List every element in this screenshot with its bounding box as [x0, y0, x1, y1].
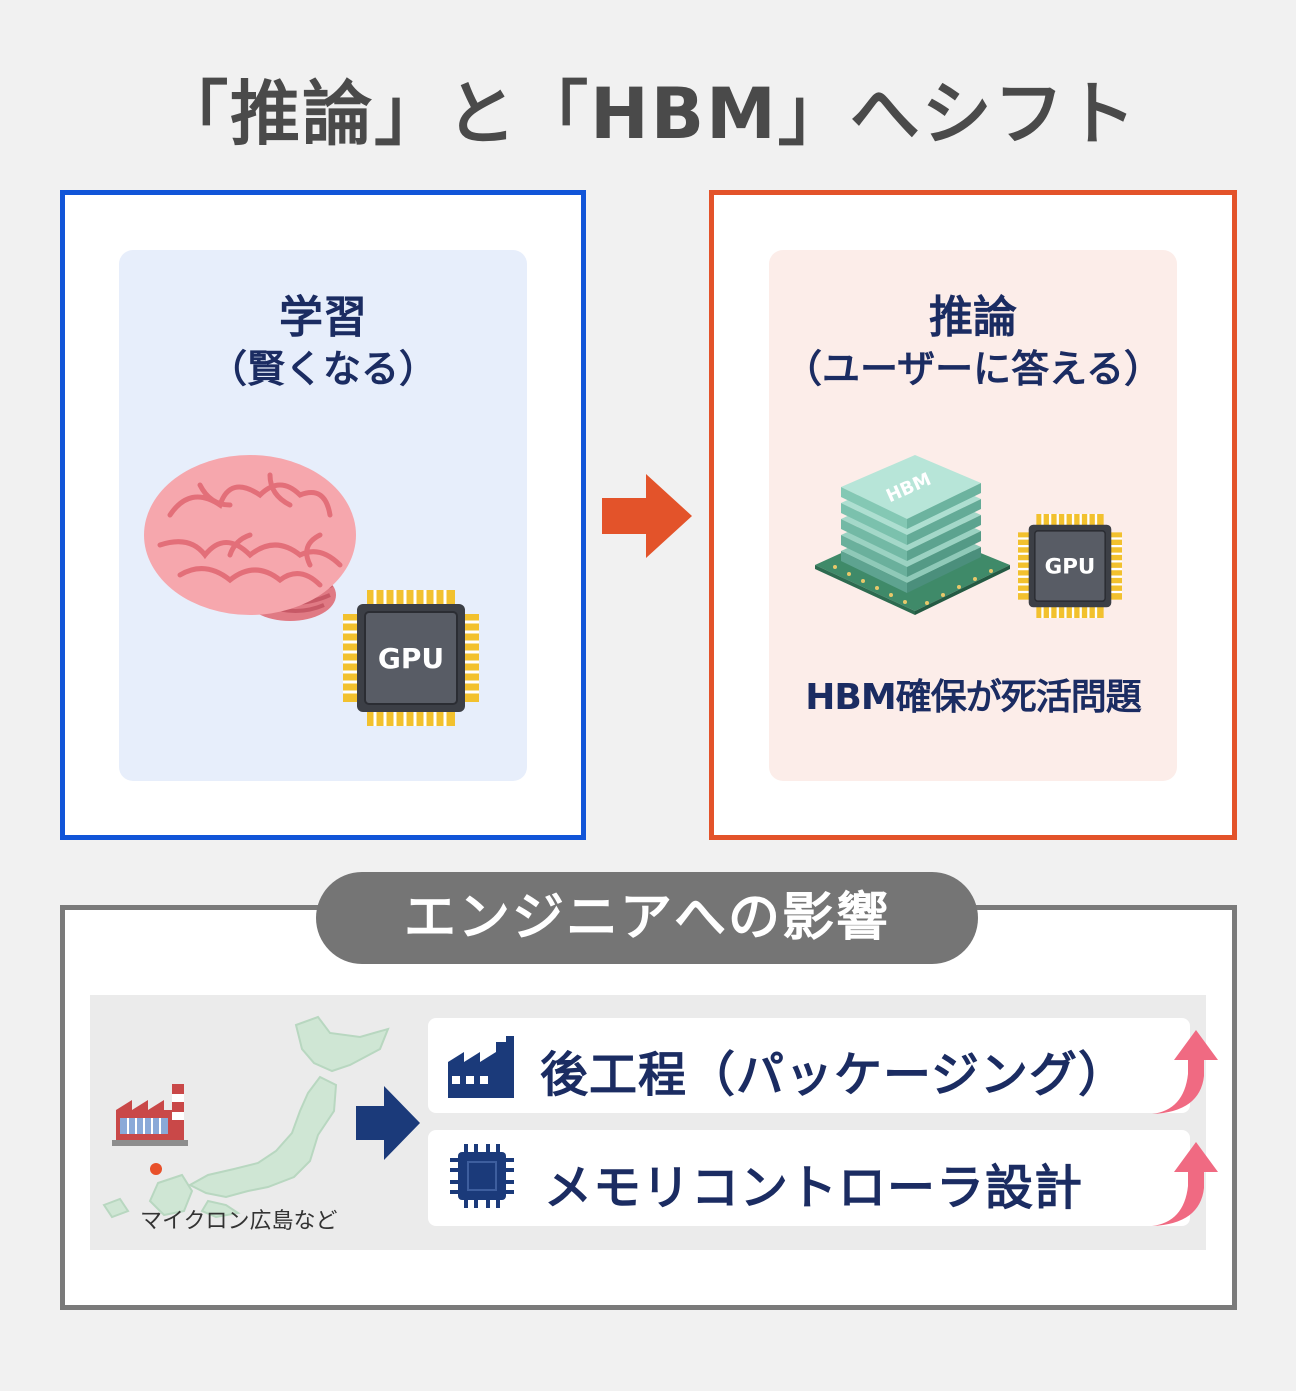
factory-silhouette-icon: [448, 1036, 514, 1098]
impact-item-packaging: [428, 1018, 1190, 1113]
impact-item-memory-controller: [428, 1130, 1190, 1226]
gpu-chip-icon: GPU: [343, 590, 479, 726]
location-marker-icon: [150, 1163, 162, 1175]
impact-item-label: メモリコントローラ設計: [544, 1160, 1084, 1216]
inference-subtitle: （ユーザーに答える）: [783, 347, 1163, 391]
japan-map-icon: [102, 1015, 390, 1219]
hbm-stack-icon: HBM: [815, 455, 1010, 615]
gpu-label: GPU: [378, 642, 444, 675]
gpu-chip-icon-small: GPU: [1018, 514, 1122, 618]
map-caption: マイクロン広島など: [140, 1209, 338, 1234]
impact-heading: エンジニアへの影響: [316, 872, 978, 964]
inference-title: 推論: [929, 292, 1017, 343]
gpu-label-small: GPU: [1045, 555, 1096, 580]
trend-up-arrow-icon: [1152, 1030, 1218, 1114]
training-subtitle: （賢くなる）: [208, 347, 437, 391]
brain-icon: [144, 455, 356, 621]
impact-item-label: 後工程（パッケージング）: [540, 1047, 1128, 1103]
trend-up-arrow-icon: [1152, 1142, 1218, 1226]
page-title: 「推論」と「HBM」へシフト: [158, 73, 1138, 155]
factory-icon: [112, 1084, 188, 1146]
chip-icon: [450, 1144, 514, 1208]
hbm-caption: HBM確保が死活問題: [805, 677, 1141, 718]
training-title: 学習: [279, 292, 367, 343]
arrow-right-navy-icon: [356, 1086, 420, 1160]
arrow-right-icon: [602, 474, 692, 558]
